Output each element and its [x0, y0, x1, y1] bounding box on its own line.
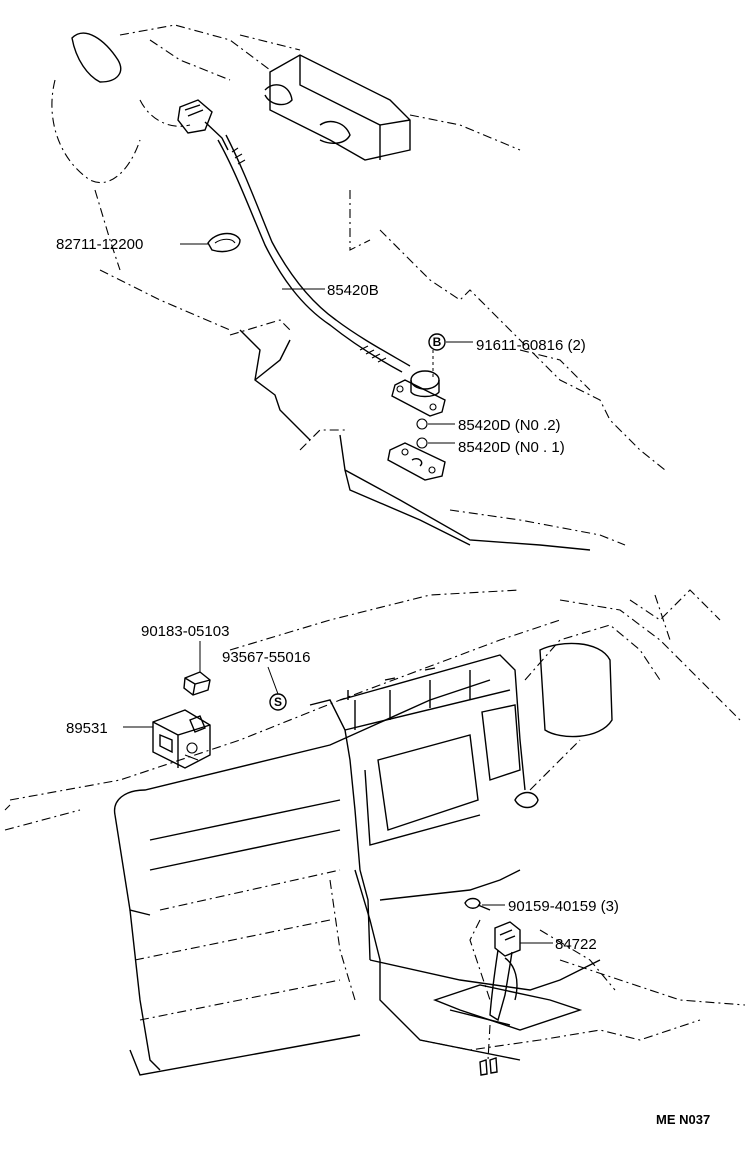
- diagram-code: ME N037: [656, 1112, 710, 1127]
- label-screw-bottom: 90159-40159 (3): [508, 898, 619, 915]
- label-bolt-b: 91611-60816 (2): [476, 337, 586, 354]
- label-bracket-no2: 85420D (N0 .2): [458, 417, 561, 434]
- wire-85420b: [217, 134, 411, 373]
- screw-90159-icon: [464, 897, 491, 911]
- sensor-assembly: [391, 350, 446, 417]
- nut-s-icon: S: [269, 693, 287, 711]
- label-nut-s: 93567-55016: [222, 649, 310, 666]
- label-screw-top: 90183-05103: [141, 623, 229, 640]
- nut-s-symbol: S: [274, 695, 282, 709]
- label-wire: 85420B: [327, 282, 379, 299]
- label-bracket-no1: 85420D (N0 . 1): [458, 439, 565, 456]
- washer-no2-icon: [416, 418, 428, 430]
- bolt-b-icon: B: [428, 333, 446, 351]
- label-clamp: 82711-12200: [56, 236, 143, 253]
- label-switch: 84722: [555, 936, 597, 953]
- washer-no1-icon: [416, 437, 428, 449]
- dashboard-outline: [4, 589, 746, 1076]
- engine-outline: [51, 24, 666, 551]
- clamp-icon: [207, 232, 241, 253]
- switch-84722: [469, 919, 521, 1076]
- relay-89531: [152, 709, 211, 769]
- bolt-b-symbol: B: [433, 335, 442, 349]
- bracket-no1: [387, 442, 446, 481]
- screw-90183-icon: [183, 671, 211, 696]
- wire-connector: [177, 99, 229, 151]
- label-relay: 89531: [66, 720, 108, 737]
